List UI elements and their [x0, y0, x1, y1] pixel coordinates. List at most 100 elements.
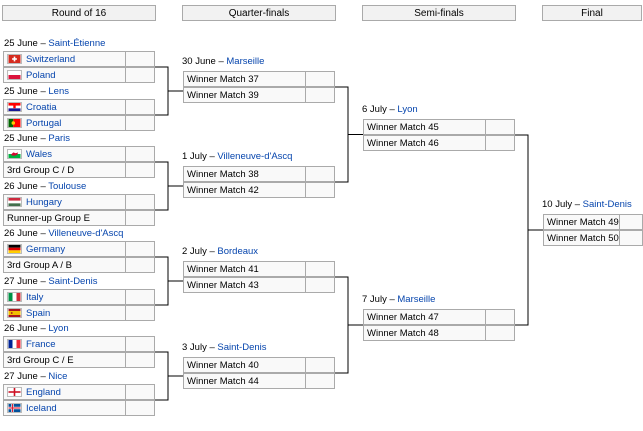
header-final: Final: [542, 5, 642, 21]
r16-team-row: Portugal: [3, 115, 155, 131]
match-date: 1 July: [182, 151, 207, 162]
venue-link[interactable]: Saint-Étienne: [48, 38, 106, 49]
de-flag-icon: [7, 244, 22, 254]
date-venue-separator: –: [206, 342, 218, 353]
team-name-link[interactable]: Germany: [26, 243, 66, 255]
venue-link[interactable]: Marseille: [226, 56, 265, 67]
team-cell: Germany: [4, 242, 126, 256]
team-cell: France: [4, 337, 126, 351]
qf-match-caption: 1 July – Villeneuve-d'Ascq: [182, 151, 292, 163]
team-name-link[interactable]: France: [26, 338, 56, 350]
wales-flag-icon: [7, 149, 22, 159]
team-cell: Winner Match 39: [184, 88, 306, 102]
qf-team-row: Winner Match 37: [183, 71, 335, 87]
team-cell: Poland: [4, 68, 126, 82]
venue-link[interactable]: Bordeaux: [217, 246, 259, 257]
team-name-link[interactable]: Iceland: [26, 402, 57, 414]
team-name-link[interactable]: Portugal: [26, 117, 62, 129]
venue-link[interactable]: Lyon: [48, 323, 69, 334]
team-name-link[interactable]: England: [26, 386, 61, 398]
venue-link[interactable]: Lens: [48, 86, 69, 97]
team-name: Winner Match 50: [547, 232, 619, 244]
match-date: 26 June: [4, 181, 38, 192]
venue-link[interactable]: Marseille: [397, 294, 436, 305]
team-name: Winner Match 48: [367, 327, 439, 339]
team-cell: Winner Match 42: [184, 183, 306, 197]
final-team-row: Winner Match 49: [543, 214, 643, 230]
team-cell: Winner Match 37: [184, 72, 306, 86]
venue-link[interactable]: Nice: [48, 371, 68, 382]
team-cell: 3rd Group C / D: [4, 163, 126, 177]
match-date: 25 June: [4, 38, 38, 49]
date-venue-separator: –: [37, 228, 49, 239]
team-cell: Iceland: [4, 401, 126, 415]
team-name: Winner Match 39: [187, 89, 259, 101]
team-cell: Spain: [4, 306, 126, 320]
r16-team-row: 3rd Group C / D: [3, 162, 155, 178]
r16-team-row: Iceland: [3, 400, 155, 416]
team-name: Winner Match 43: [187, 279, 259, 291]
team-name-link[interactable]: Wales: [26, 148, 53, 160]
qf-connector: [335, 86, 349, 183]
venue-link[interactable]: Villeneuve-d'Ascq: [217, 151, 293, 162]
team-cell: Winner Match 40: [184, 358, 306, 372]
pt-flag-icon: [7, 118, 22, 128]
r16-team-row: Poland: [3, 67, 155, 83]
es-flag-icon: [7, 308, 22, 318]
team-cell: Wales: [4, 147, 126, 161]
r16-connector: [155, 256, 169, 306]
team-cell: Winner Match 48: [364, 326, 486, 340]
team-cell: Runner-up Group E: [4, 211, 126, 225]
team-name: Winner Match 45: [367, 121, 439, 133]
final-match-caption: 10 July – Saint-Denis: [542, 199, 632, 211]
team-cell: Winner Match 47: [364, 310, 486, 324]
it-flag-icon: [7, 292, 22, 302]
venue-link[interactable]: Toulouse: [48, 181, 87, 192]
team-name: Winner Match 37: [187, 73, 259, 85]
qf-team-row: Winner Match 44: [183, 373, 335, 389]
match-date: 3 July: [182, 342, 207, 353]
team-cell: Winner Match 50: [544, 231, 620, 245]
team-name-link[interactable]: Croatia: [26, 101, 57, 113]
venue-link[interactable]: Lyon: [397, 104, 418, 115]
match-date: 26 June: [4, 323, 38, 334]
venue-link[interactable]: Saint-Denis: [582, 199, 632, 210]
venue-link[interactable]: Villeneuve-d'Ascq: [48, 228, 124, 239]
match-date: 10 July: [542, 199, 573, 210]
date-venue-separator: –: [215, 56, 227, 67]
header-semi-finals: Semi-finals: [362, 5, 516, 21]
final-team-row: Winner Match 50: [543, 230, 643, 246]
r16-match-caption: 27 June – Saint-Denis: [4, 276, 97, 288]
team-cell: Hungary: [4, 195, 126, 209]
r16-team-row: France: [3, 336, 155, 352]
match-date: 27 June: [4, 276, 38, 287]
team-cell: 3rd Group C / E: [4, 353, 126, 367]
team-cell: Winner Match 44: [184, 374, 306, 388]
team-name-link[interactable]: Hungary: [26, 196, 62, 208]
qf-team-row: Winner Match 40: [183, 357, 335, 373]
team-name-link[interactable]: Italy: [26, 291, 44, 303]
header-round-of-16: Round of 16: [2, 5, 156, 21]
team-name-link[interactable]: Poland: [26, 69, 56, 81]
team-cell: Winner Match 46: [364, 136, 486, 150]
team-cell: Croatia: [4, 100, 126, 114]
hu-flag-icon: [7, 197, 22, 207]
r16-team-row: Runner-up Group E: [3, 210, 155, 226]
r16-team-row: England: [3, 384, 155, 400]
r16-team-row: Germany: [3, 241, 155, 257]
date-venue-separator: –: [206, 151, 218, 162]
team-name: Winner Match 47: [367, 311, 439, 323]
r16-team-row: Spain: [3, 305, 155, 321]
sf-team-row: Winner Match 46: [363, 135, 515, 151]
date-venue-separator: –: [386, 104, 398, 115]
r16-match-caption: 25 June – Saint-Étienne: [4, 38, 105, 50]
team-name: Winner Match 42: [187, 184, 259, 196]
team-name-link[interactable]: Switzerland: [26, 53, 76, 65]
venue-link[interactable]: Saint-Denis: [217, 342, 267, 353]
venue-link[interactable]: Paris: [48, 133, 71, 144]
qf-team-row: Winner Match 38: [183, 166, 335, 182]
team-name-link[interactable]: Spain: [26, 307, 51, 319]
en-flag-icon: [7, 387, 22, 397]
venue-link[interactable]: Saint-Denis: [48, 276, 98, 287]
is-flag-icon: [7, 403, 22, 413]
